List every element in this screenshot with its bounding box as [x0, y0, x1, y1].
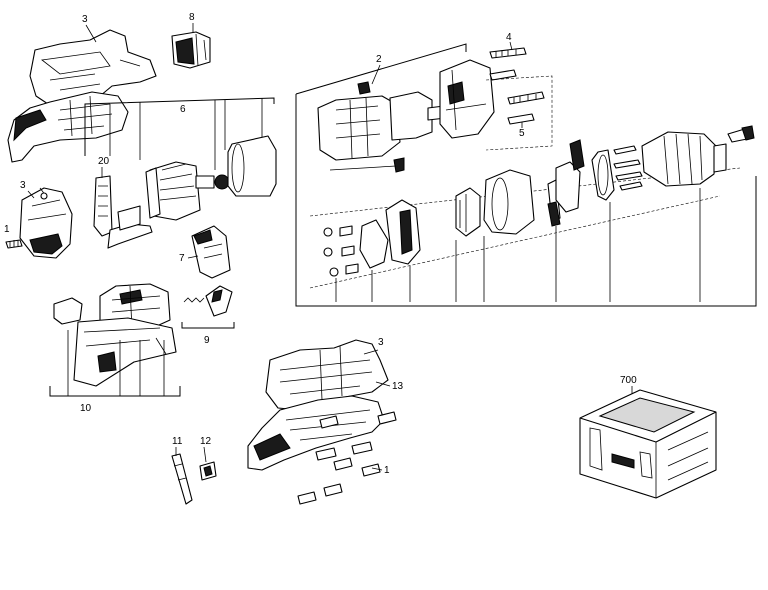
callout-7: 7 — [179, 253, 185, 264]
callout-1-left: 1 — [4, 224, 10, 235]
callout-12: 12 — [200, 436, 212, 447]
bracket-10 — [49, 386, 181, 397]
callout-9: 9 — [204, 335, 210, 346]
callout-11: 11 — [172, 436, 183, 447]
battery-contact-part-8 — [171, 31, 211, 69]
spring-and-clip-part-9 — [183, 285, 233, 317]
screws-1-bottom — [297, 463, 381, 505]
housing-half-top — [7, 29, 157, 163]
callout-5: 5 — [519, 128, 525, 139]
callout-20: 20 — [98, 156, 110, 167]
callout-13: 13 — [392, 381, 404, 392]
belt-clip-part-12 — [199, 461, 217, 481]
screws-part-5 — [507, 91, 545, 125]
callout-10: 10 — [80, 403, 92, 414]
callout-1-bottom: 1 — [384, 465, 390, 476]
gear-housing-cover-left — [19, 187, 73, 259]
callout-8: 8 — [189, 12, 195, 23]
callout-3-left: 3 — [20, 180, 26, 191]
gear-train-components — [323, 125, 755, 277]
switch-cover-part-7 — [191, 225, 231, 279]
bracket-9 — [181, 322, 235, 329]
bracket-6 — [84, 97, 275, 156]
driver-bit-part-11 — [171, 453, 193, 505]
electronics-module-part-10 — [53, 283, 177, 387]
housing-half-bottom — [247, 339, 397, 471]
callout-4: 4 — [506, 32, 512, 43]
screw-1-left — [5, 239, 23, 249]
carry-case-part-700 — [579, 389, 717, 499]
callout-700: 700 — [620, 375, 637, 386]
bracket-2 — [295, 94, 757, 307]
callout-2: 2 — [376, 54, 382, 65]
callout-3-top: 3 — [82, 14, 88, 25]
callout-3-bottom: 3 — [378, 337, 384, 348]
gearbox-assembly-part-2 — [317, 59, 495, 173]
callout-6: 6 — [180, 104, 186, 115]
screws-part-4 — [489, 47, 527, 81]
motor-assembly-part-6 — [93, 135, 277, 249]
